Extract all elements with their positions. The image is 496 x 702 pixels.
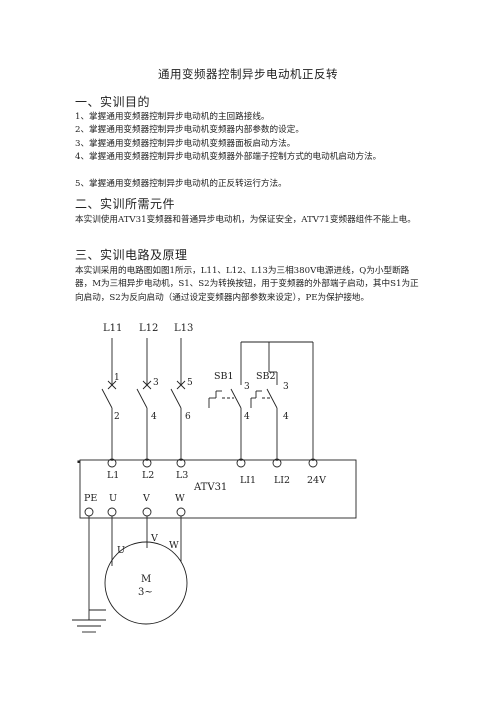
label-l2: L2 [142,470,154,481]
sb1-terminal-upper: 3 [244,382,250,392]
supply-label-l11: L11 [103,323,122,334]
ground-icon [72,619,106,633]
label-li1: LI1 [240,475,256,486]
label-24v: 24V [307,475,326,486]
purpose-item-3: 3、掌握通用变频器控制异步电动机变频器面板启动方法。 [75,139,296,149]
motor-label-w: W [169,540,179,551]
purpose-item-4: 4、掌握通用变频器控制异步电动机变频器外部端子控制方式的电动机启动方法。 [75,152,382,162]
supply-label-l12: L12 [139,323,158,334]
section-heading-circuit: 三、实训电路及原理 [75,248,188,262]
motor-label-m: M [141,574,151,585]
purpose-item-2: 2、掌握通用变频器控制异步电动机变频器内部参数的设定。 [75,125,304,135]
motor-label-phase: 3~ [138,587,153,598]
breaker-terminal-4: 4 [151,412,157,422]
terminal-li2 [272,458,282,468]
components-paragraph: 本实训使用ATV31变频器和普通异步电动机，为保证安全，ATV71变频器组件不能… [75,215,416,225]
button-label-sb1: SB1 [214,371,234,382]
terminal-u [107,507,117,517]
button-label-sb2: SB2 [256,371,276,382]
terminal-24v [308,458,318,468]
purpose-item-5: 5、掌握通用变频器控制异步电动机的正反转运行方法。 [75,179,287,189]
label-pe: PE [84,493,97,504]
terminal-w [176,507,186,517]
label-u: U [109,493,117,504]
circuit-paragraph: 本实训采用的电路图如图1所示，L11、L12、L13为三相380V电源进线，Q为… [75,266,419,303]
page-title: 通用变频器控制异步电动机正反转 [158,67,338,81]
purpose-item-1: 1、掌握通用变频器控制异步电动机的主回路接线。 [75,112,270,122]
button-sb2 [250,371,278,461]
breaker-terminal-6: 6 [185,412,191,422]
section-heading-components: 二、实训所需元件 [75,197,176,211]
label-l3: L3 [176,470,188,481]
label-w: W [175,493,185,504]
breaker-pole-2 [136,338,152,461]
breaker-terminal-3: 3 [153,378,159,388]
terminal-l2 [142,458,152,468]
inverter-corner-mark: ▪ [77,459,80,465]
breaker-pole-3 [170,338,186,461]
inverter-model-label: ATV31 [193,482,227,493]
motor-label-v: V [150,533,158,544]
breaker-terminal-5: 5 [187,378,193,388]
terminal-pe [84,507,94,517]
inverter-box [79,459,357,519]
supply-label-l13: L13 [174,323,193,334]
breaker-pole-1 [101,338,117,461]
terminal-l3 [176,458,186,468]
terminal-v [142,507,152,517]
button-sb1 [208,342,242,461]
sb1-terminal-lower: 4 [244,412,250,422]
section-heading-purpose: 一、实训目的 [75,95,151,109]
terminal-li1 [236,458,246,468]
terminal-l1 [107,458,117,468]
motor-symbol [104,541,188,625]
sb2-terminal-lower: 4 [283,412,289,422]
sb2-terminal-upper: 3 [283,382,289,392]
label-li2: LI2 [274,475,290,486]
breaker-terminal-1: 1 [114,373,120,383]
label-v: V [142,493,150,504]
label-l1: L1 [107,470,119,481]
breaker-terminal-2: 2 [114,412,120,422]
